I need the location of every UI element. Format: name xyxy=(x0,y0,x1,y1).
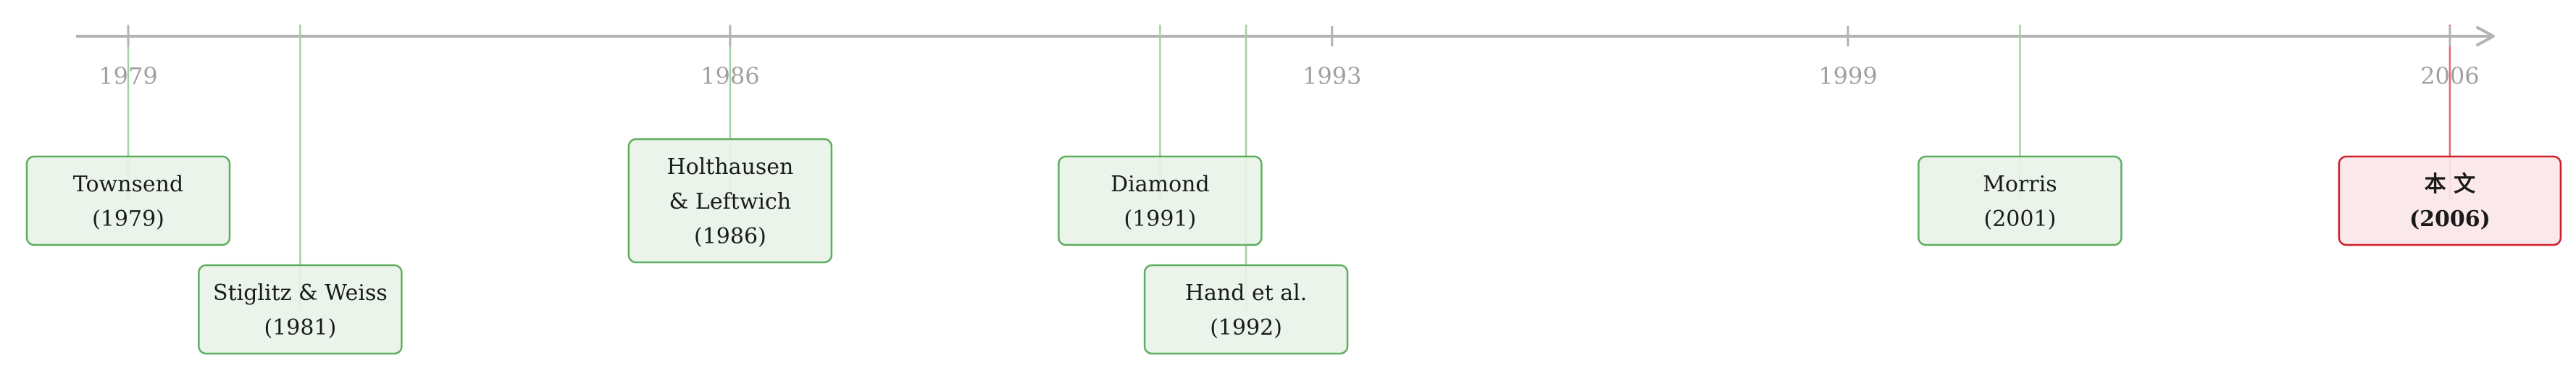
event-diamond: Diamond (1991) xyxy=(1058,155,1263,246)
event-stiglitz-weiss: Stiglitz & Weiss (1981) xyxy=(198,264,403,355)
event-text-stiglitz-weiss-0: Stiglitz & Weiss xyxy=(213,280,388,306)
event-text-stiglitz-weiss-1: (1981) xyxy=(264,315,337,341)
event-text-hand-et-al-1: (1992) xyxy=(1210,315,1282,341)
timeline-axis xyxy=(76,26,2495,46)
event-text-diamond-1: (1991) xyxy=(1124,207,1197,232)
event-box-morris xyxy=(1918,155,2123,246)
tick-label-2006: 2006 xyxy=(2420,62,2479,90)
event-text-morris-0: Morris xyxy=(1983,172,2057,197)
event-box-stiglitz-weiss xyxy=(198,264,403,355)
event-box-holthausen-leftwich xyxy=(627,138,833,264)
event-box-diamond xyxy=(1058,155,1263,246)
event-morris: Morris (2001) xyxy=(1918,155,2123,246)
event-text-holthausen-leftwich-0: Holthausen xyxy=(666,154,793,180)
axis-ticks: 1979 1986 1993 1999 2006 xyxy=(99,26,2480,90)
event-text-townsend-1: (1979) xyxy=(92,207,164,232)
event-townsend: Townsend (1979) xyxy=(25,155,231,246)
tick-label-1986: 1986 xyxy=(701,62,759,90)
event-this-paper: 本 文 (2006) xyxy=(2338,155,2562,246)
event-holthausen-leftwich: Holthausen & Leftwich (1986) xyxy=(627,138,833,264)
event-text-townsend-0: Townsend xyxy=(73,172,183,197)
event-text-morris-1: (2001) xyxy=(1984,207,2057,232)
event-text-holthausen-leftwich-1: & Leftwich xyxy=(669,189,791,214)
event-box-townsend xyxy=(25,155,231,246)
event-box-hand-et-al xyxy=(1143,264,1349,355)
event-text-diamond-0: Diamond xyxy=(1111,172,1210,197)
tick-label-1999: 1999 xyxy=(1818,62,1877,90)
event-text-hand-et-al-0: Hand et al. xyxy=(1185,280,1307,306)
event-hand-et-al: Hand et al. (1992) xyxy=(1143,264,1349,355)
event-text-this-paper-0: 本 文 xyxy=(2425,172,2475,197)
event-box-this-paper xyxy=(2338,155,2562,246)
axis-arrowhead xyxy=(2476,26,2495,46)
event-text-holthausen-leftwich-2: (1986) xyxy=(694,224,766,249)
event-boxes: Townsend (1979) Stiglitz & Weiss (1981) Holt… xyxy=(25,138,2562,355)
event-text-this-paper-1: (2006) xyxy=(2409,207,2491,232)
tick-label-1979: 1979 xyxy=(99,62,157,90)
tick-label-1993: 1993 xyxy=(1302,62,1361,90)
